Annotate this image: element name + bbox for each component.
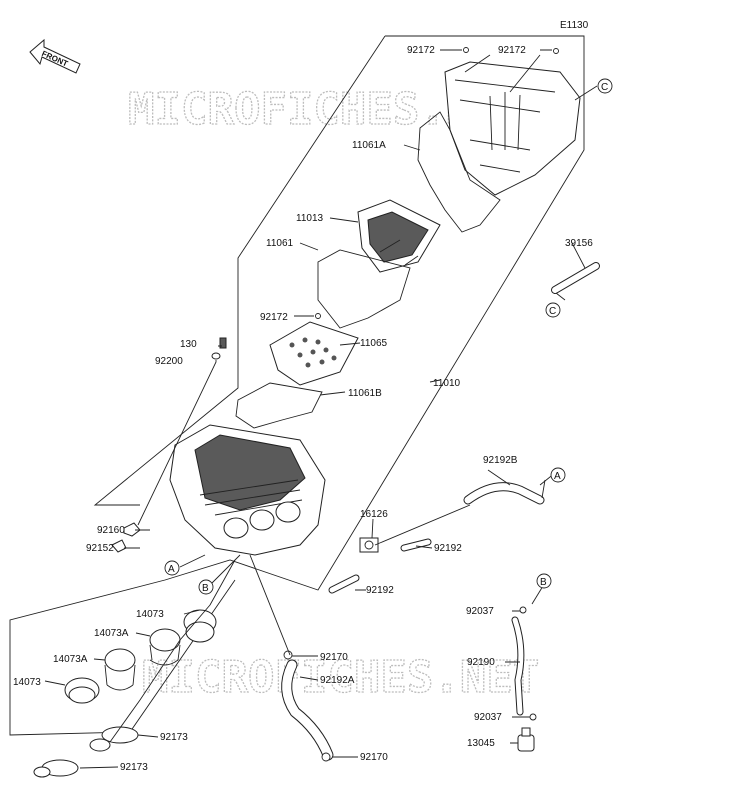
hose-92192b bbox=[463, 482, 545, 505]
callout-c-top: C bbox=[597, 78, 613, 94]
label-92152: 92152 bbox=[86, 543, 114, 554]
air-filter-element bbox=[357, 199, 441, 273]
gasket-11061 bbox=[317, 249, 411, 329]
svg-text:B: B bbox=[202, 583, 209, 594]
hose-92190 bbox=[511, 616, 525, 716]
label-14073a-b: 14073A bbox=[53, 654, 88, 665]
label-92173-b: 92173 bbox=[120, 762, 148, 773]
label-92037-b: 92037 bbox=[474, 712, 502, 723]
front-arrow-icon: FRONT bbox=[29, 38, 81, 74]
duct-14073-upper bbox=[183, 609, 217, 643]
upper-air-cleaner-case bbox=[444, 61, 581, 196]
callout-b-left: B bbox=[198, 579, 214, 595]
svg-text:B: B bbox=[540, 577, 547, 588]
duct-14073a-upper bbox=[149, 628, 181, 666]
label-14073-b: 14073 bbox=[13, 677, 41, 688]
label-92037-a: 92037 bbox=[466, 606, 494, 617]
label-13045: 13045 bbox=[467, 738, 495, 749]
label-92170-b: 92170 bbox=[360, 752, 388, 763]
callout-a-left: A bbox=[164, 560, 180, 576]
label-92173-a: 92173 bbox=[160, 732, 188, 743]
label-11061: 11061 bbox=[266, 238, 294, 249]
label-92192a: 92192A bbox=[320, 675, 355, 686]
label-14073a-a: 14073A bbox=[94, 628, 129, 639]
leader-lines bbox=[44, 49, 598, 769]
label-92172-a: 92172 bbox=[407, 45, 435, 56]
svg-text:C: C bbox=[601, 82, 608, 93]
svg-text:A: A bbox=[554, 471, 561, 482]
hose-92192-short-a bbox=[400, 538, 432, 552]
label-16126: 16126 bbox=[360, 509, 388, 520]
label-92172-b: 92172 bbox=[498, 45, 526, 56]
label-11010: 11010 bbox=[433, 378, 461, 389]
hose-92192-short-b bbox=[328, 574, 360, 594]
watermark-bottom: MICROFICHES.NET bbox=[142, 652, 539, 703]
callout-c-tube: C bbox=[545, 302, 561, 318]
duct-14073a-lower bbox=[104, 648, 136, 691]
svg-text:C: C bbox=[549, 306, 556, 317]
label-11061a: 11061A bbox=[352, 140, 386, 151]
label-92170-a: 92170 bbox=[320, 652, 348, 663]
label-92200: 92200 bbox=[155, 356, 183, 367]
label-14073-a: 14073 bbox=[136, 609, 164, 620]
gasket-11061b bbox=[235, 382, 323, 429]
valve-16126 bbox=[359, 537, 379, 553]
label-92172-c: 92172 bbox=[260, 312, 288, 323]
tube-39156 bbox=[551, 262, 600, 294]
bolts-and-nuts bbox=[111, 47, 559, 762]
clamp-92173-b bbox=[33, 759, 79, 778]
diagram-code: E1130 bbox=[560, 20, 589, 31]
label-130: 130 bbox=[180, 339, 197, 350]
label-11065: 11065 bbox=[360, 338, 388, 349]
label-11013: 11013 bbox=[296, 213, 324, 224]
hose-92192a bbox=[281, 659, 334, 761]
clamp-92173-a bbox=[89, 726, 139, 752]
duct-14073-lower bbox=[64, 677, 100, 704]
svg-text:A: A bbox=[168, 564, 175, 575]
callout-b-right: B bbox=[536, 573, 552, 589]
label-92190: 92190 bbox=[467, 657, 495, 668]
callout-a-right: A bbox=[550, 467, 566, 483]
gasket-11061a bbox=[417, 111, 501, 233]
plate-11065 bbox=[269, 321, 359, 386]
label-39156: 39156 bbox=[565, 238, 593, 249]
part-labels: 92172 92172 11061A 11013 39156 11061 921… bbox=[13, 45, 593, 773]
filter-13045 bbox=[517, 727, 535, 752]
label-11061b: 11061B bbox=[348, 388, 382, 399]
assembly-outline bbox=[9, 35, 585, 736]
label-92192b: 92192B bbox=[483, 455, 518, 466]
lower-air-cleaner-case bbox=[169, 424, 326, 556]
label-92160: 92160 bbox=[97, 525, 125, 536]
label-92192-b: 92192 bbox=[366, 585, 394, 596]
label-92192-a: 92192 bbox=[434, 543, 462, 554]
